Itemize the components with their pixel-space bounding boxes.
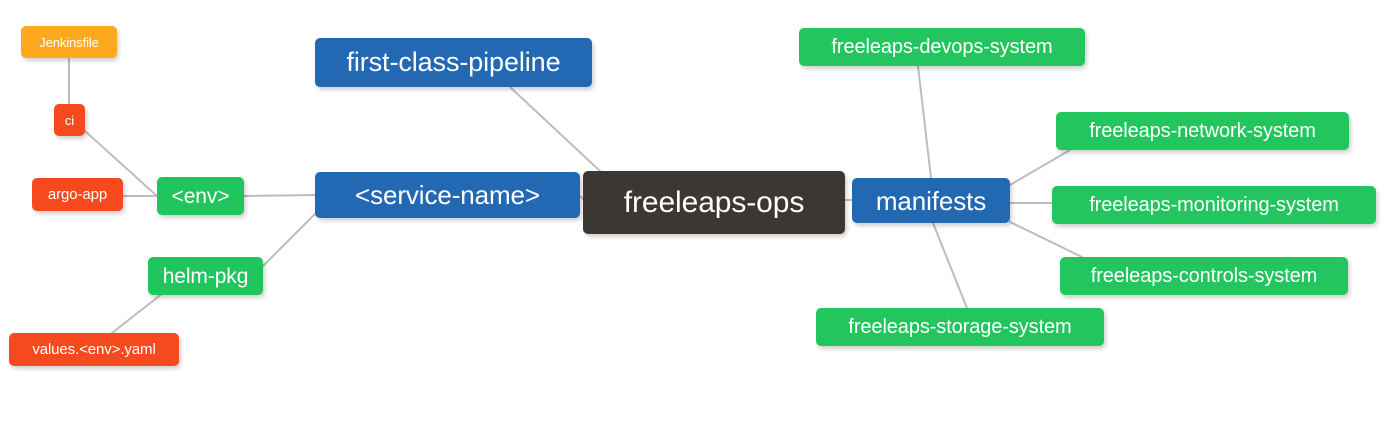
node-label-freeleaps-network-system: freeleaps-network-system [1089,120,1316,142]
node-ci[interactable]: ci [54,104,85,136]
edge-manifests-to-freeleaps-devops-system [917,65,932,179]
node-freeleaps-network-system[interactable]: freeleaps-network-system [1056,112,1349,150]
node-label-freeleaps-controls-system: freeleaps-controls-system [1090,265,1318,287]
node-values-yaml[interactable]: values.<env>.yaml [9,333,179,366]
edge-helm-pkg-to-values-yaml [111,292,164,334]
node-manifests[interactable]: manifests [852,178,1010,223]
node-label-argo-app: argo-app [47,186,108,203]
node-label-first-class-pipeline: first-class-pipeline [346,47,561,77]
node-label-ci: ci [64,112,75,128]
node-label-helm-pkg: helm-pkg [162,264,249,288]
edge-manifests-to-freeleaps-controls-system [1009,221,1083,258]
node-freeleaps-monitoring-system[interactable]: freeleaps-monitoring-system [1052,186,1376,224]
node-label-manifests: manifests [875,185,987,216]
edge-manifests-to-freeleaps-network-system [1009,149,1071,186]
node-freeleaps-ops[interactable]: freeleaps-ops [583,171,845,234]
edge-first-class-pipeline-to-freeleaps-ops [509,86,601,172]
node-label-env: <env> [171,184,230,208]
node-label-service-name: <service-name> [354,180,541,210]
node-label-values-yaml: values.<env>.yaml [32,341,156,358]
node-helm-pkg[interactable]: helm-pkg [148,257,263,295]
node-label-freeleaps-monitoring-system: freeleaps-monitoring-system [1089,194,1339,216]
edge-env-to-service-name [243,194,316,197]
node-label-freeleaps-devops-system: freeleaps-devops-system [831,36,1053,58]
node-env[interactable]: <env> [157,177,244,215]
node-freeleaps-controls-system[interactable]: freeleaps-controls-system [1060,257,1348,295]
node-freeleaps-devops-system[interactable]: freeleaps-devops-system [799,28,1085,66]
node-label-freeleaps-storage-system: freeleaps-storage-system [848,316,1072,338]
node-label-freeleaps-ops: freeleaps-ops [623,185,805,219]
node-service-name[interactable]: <service-name> [315,172,580,218]
node-freeleaps-storage-system[interactable]: freeleaps-storage-system [816,308,1104,346]
node-label-jenkinsfile: Jenkinsfile [39,34,99,50]
node-jenkinsfile[interactable]: Jenkinsfile [21,26,117,58]
node-argo-app[interactable]: argo-app [32,178,123,211]
edge-service-name-to-helm-pkg [262,213,316,267]
node-first-class-pipeline[interactable]: first-class-pipeline [315,38,592,87]
edge-manifests-to-freeleaps-storage-system [932,222,968,309]
